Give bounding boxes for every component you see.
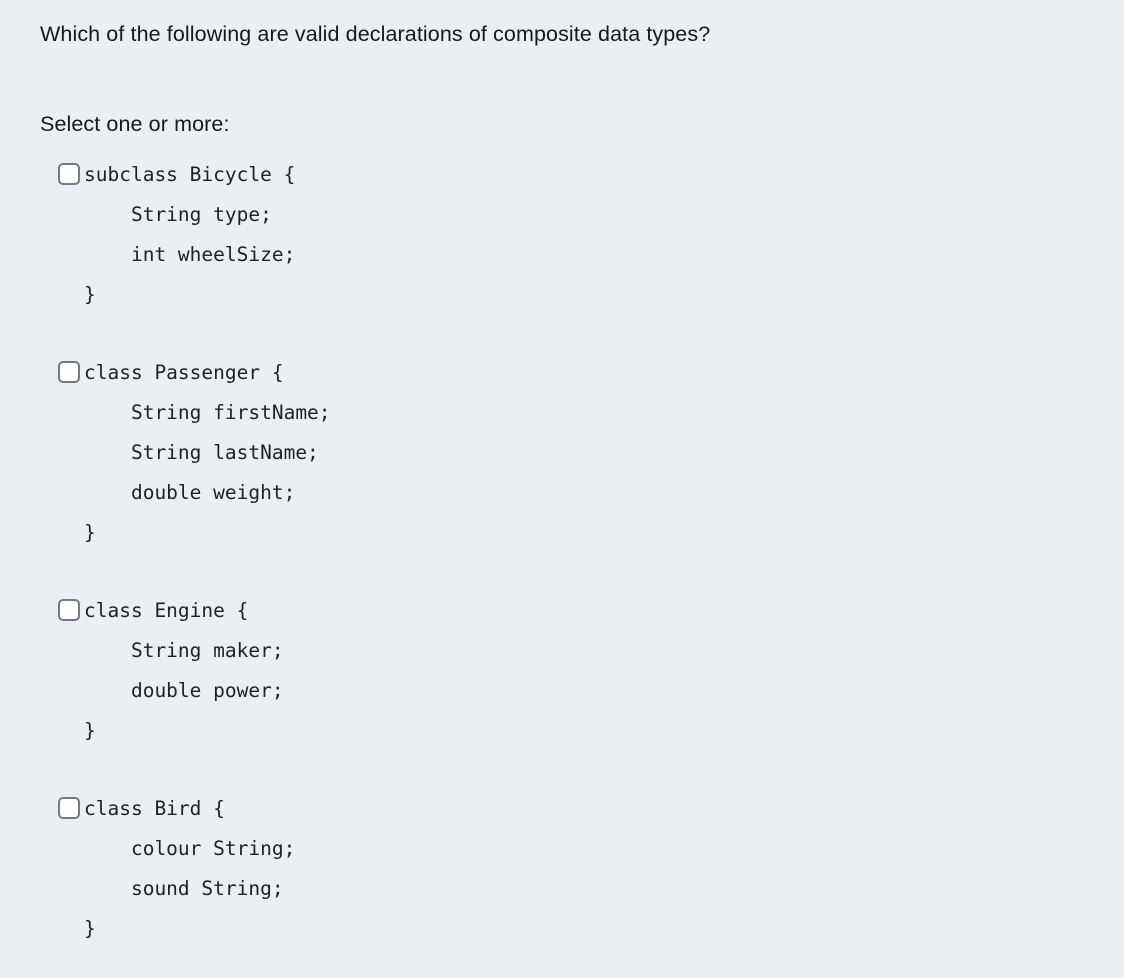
checkbox-cell-c — [40, 591, 84, 621]
code-cell-d: class Bird { colour String; sound String… — [84, 789, 1084, 949]
answer-instruction: Select one or more: — [40, 112, 230, 136]
code-cell-c: class Engine { String maker; double powe… — [84, 591, 1084, 751]
code-cell-b: class Passenger { String firstName; Stri… — [84, 353, 1084, 553]
option-code-b: class Passenger { String firstName; Stri… — [84, 361, 331, 544]
option-row-a[interactable]: subclass Bicycle { String type; int whee… — [40, 155, 1084, 315]
options-list: subclass Bicycle { String type; int whee… — [40, 155, 1084, 949]
option-code-a: subclass Bicycle { String type; int whee… — [84, 163, 296, 306]
checkbox-cell-b — [40, 353, 84, 383]
code-cell-a: subclass Bicycle { String type; int whee… — [84, 155, 1084, 315]
checkbox-cell-d — [40, 789, 84, 819]
checkbox-option-b[interactable] — [58, 361, 80, 383]
option-row-d[interactable]: class Bird { colour String; sound String… — [40, 789, 1084, 949]
checkbox-option-a[interactable] — [58, 163, 80, 185]
question-stem: Which of the following are valid declara… — [40, 22, 711, 46]
option-code-c: class Engine { String maker; double powe… — [84, 599, 284, 742]
checkbox-option-c[interactable] — [58, 599, 80, 621]
option-row-b[interactable]: class Passenger { String firstName; Stri… — [40, 353, 1084, 553]
option-row-c[interactable]: class Engine { String maker; double powe… — [40, 591, 1084, 751]
checkbox-cell-a — [40, 155, 84, 185]
checkbox-option-d[interactable] — [58, 797, 80, 819]
option-code-d: class Bird { colour String; sound String… — [84, 797, 296, 940]
